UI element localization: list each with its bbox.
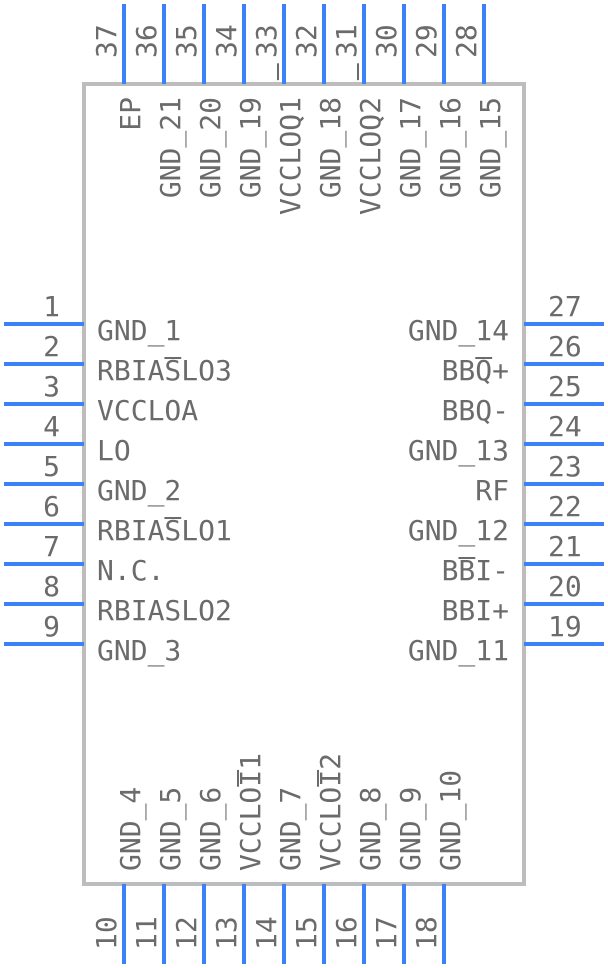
pin-number-6: 6: [43, 490, 60, 523]
pin-number-4: 4: [43, 410, 60, 443]
pin-number-14: 14: [250, 916, 283, 950]
pin-number-32: 32: [290, 24, 323, 58]
pin-name-gnd-4: GND_4: [114, 787, 148, 871]
pin-number-21: 21: [548, 530, 582, 563]
pin-number-33: 33: [250, 24, 283, 58]
pin-name-gnd-9: GND_9: [394, 787, 428, 871]
pin-number-23: 23: [548, 450, 582, 483]
pin-number-24: 24: [548, 410, 582, 443]
pin-number-35: 35: [170, 24, 203, 58]
pin-name-lo: LO: [97, 434, 131, 467]
pin-number-31: 31: [330, 24, 363, 58]
pin-name-rbiaslo3: RBIASLO3: [97, 354, 232, 387]
pin-name-gnd-8: GND_8: [354, 787, 388, 871]
pin-name-rbiaslo2: RBIASLO2: [97, 594, 232, 627]
pin-number-3: 3: [43, 370, 60, 403]
pin-name-gnd-21: GND_21: [154, 97, 188, 198]
pin-name-vccloi2: VCCLOI2: [314, 753, 347, 871]
pin-name-vccloa: VCCLOA: [97, 394, 198, 427]
pin-number-11: 11: [130, 916, 163, 950]
pin-number-1: 1: [43, 290, 60, 323]
pin-name-gnd-6: GND_6: [194, 787, 228, 871]
pin-name-vccloi1: VCCLOI1: [234, 753, 267, 871]
pin-name-gnd-2: GND_2: [97, 474, 181, 508]
pin-number-5: 5: [43, 450, 60, 483]
pin-name-gnd-10: GND_10: [434, 770, 468, 871]
pin-number-34: 34: [210, 24, 243, 58]
pin-name-gnd-15: GND_15: [474, 97, 508, 198]
pin-name-bbi: BBI-: [442, 554, 509, 587]
pins-layer: [4, 4, 604, 964]
pin-name-gnd-13: GND_13: [408, 434, 509, 468]
pin-name-bbq: BBQ-: [442, 394, 509, 427]
pin-number-30: 30: [370, 24, 403, 58]
pin-number-9: 9: [43, 610, 60, 643]
pin-number-10: 10: [90, 916, 123, 950]
pin-number-22: 22: [548, 490, 582, 523]
pin-number-26: 26: [548, 330, 582, 363]
pin-name-vccloq2: VCCLOQ2: [354, 97, 387, 215]
pin-number-19: 19: [548, 610, 582, 643]
pin-number-8: 8: [43, 570, 60, 603]
pin-name-gnd-12: GND_12: [408, 514, 509, 548]
pin-number-12: 12: [170, 916, 203, 950]
pin-name-gnd-18: GND_18: [314, 97, 348, 198]
pin-number-25: 25: [548, 370, 582, 403]
pin-name-bbi: BBI+: [442, 594, 509, 627]
pin-name-gnd-16: GND_16: [434, 97, 468, 198]
pin-number-16: 16: [330, 916, 363, 950]
pin-name-gnd-1: GND_1: [97, 314, 181, 348]
pin-name-rbiaslo1: RBIASLO1: [97, 514, 232, 547]
pin-number-27: 27: [548, 290, 582, 323]
pin-name-gnd-11: GND_11: [408, 634, 509, 668]
pin-number-36: 36: [130, 24, 163, 58]
pin-name-gnd-20: GND_20: [194, 97, 228, 198]
pin-number-13: 13: [210, 916, 243, 950]
pin-name-gnd-19: GND_19: [234, 97, 268, 198]
pin-name-gnd-14: GND_14: [408, 314, 509, 348]
pin-name-gnd-7: GND_7: [274, 787, 308, 871]
pin-number-18: 18: [410, 916, 443, 950]
pin-name-ep: EP: [114, 97, 147, 131]
pin-number-2: 2: [43, 330, 60, 363]
pin-name-rf: RF: [475, 474, 509, 507]
pin-name-gnd-5: GND_5: [154, 787, 188, 871]
labels-layer: 1GND_12RBIASLO33VCCLOA4LO5GND_26RBIASLO1…: [43, 24, 582, 950]
pin-name-gnd-3: GND_3: [97, 634, 181, 668]
pin-name-n-c: N.C.: [97, 554, 164, 587]
pin-name-vccloq1: VCCLOQ1: [274, 97, 307, 215]
pin-number-7: 7: [43, 530, 60, 563]
pin-number-17: 17: [370, 916, 403, 950]
pin-number-28: 28: [450, 24, 483, 58]
pin-number-29: 29: [410, 24, 443, 58]
pin-number-37: 37: [90, 24, 123, 58]
pin-name-gnd-17: GND_17: [394, 97, 428, 198]
pin-number-20: 20: [548, 570, 582, 603]
pin-name-bbq: BBQ+: [442, 354, 509, 387]
pin-number-15: 15: [290, 916, 323, 950]
